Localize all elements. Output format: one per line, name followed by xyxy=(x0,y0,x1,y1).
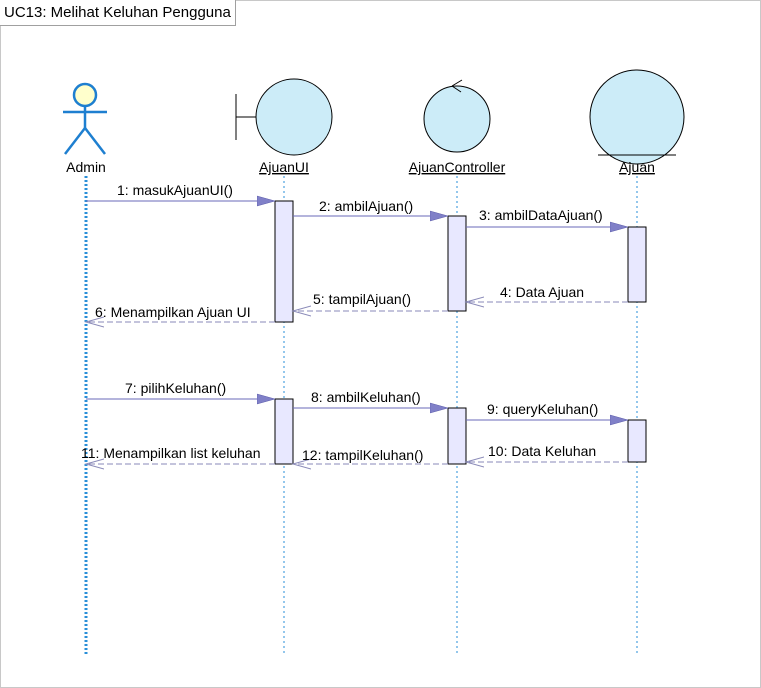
entity-object-icon xyxy=(589,69,685,165)
message-12-label: 12: tampilKeluhan() xyxy=(302,447,423,463)
message-11-label: 11: Menampilkan list keluhan xyxy=(81,445,261,461)
admin-actor-icon xyxy=(63,82,107,155)
participant-label-ajuan: Ajuan xyxy=(619,159,655,175)
participant-label-ajuan-ui: AjuanUI xyxy=(259,159,309,175)
message-7-label: 7: pilihKeluhan() xyxy=(125,380,226,396)
activation-ajuan-ui-1 xyxy=(274,200,294,323)
message-2-label: 2: ambilAjuan() xyxy=(319,198,413,214)
message-8-label: 8: ambilKeluhan() xyxy=(311,389,421,405)
message-10-label: 10: Data Keluhan xyxy=(488,443,596,459)
message-5-label: 5: tampilAjuan() xyxy=(313,291,411,307)
boundary-object-icon xyxy=(235,78,333,156)
diagram-title: UC13: Melihat Keluhan Pengguna xyxy=(0,0,236,26)
participant-label-ajuan-controller: AjuanController xyxy=(409,159,506,175)
message-4-label: 4: Data Ajuan xyxy=(500,284,584,300)
activation-ajuan-ui-2 xyxy=(274,398,294,465)
message-6-label: 6: Menampilkan Ajuan UI xyxy=(95,304,251,320)
activation-ajuan-controller-2 xyxy=(447,407,467,465)
message-9-label: 9: queryKeluhan() xyxy=(487,401,598,417)
participant-label-admin: Admin xyxy=(66,159,106,175)
activation-ajuan-controller-1 xyxy=(447,215,467,312)
activation-ajuan-1 xyxy=(627,226,647,303)
activation-ajuan-2 xyxy=(627,419,647,463)
message-1-label: 1: masukAjuanUI() xyxy=(117,182,233,198)
control-object-icon xyxy=(423,79,491,153)
message-3-label: 3: ambilDataAjuan() xyxy=(479,207,603,223)
